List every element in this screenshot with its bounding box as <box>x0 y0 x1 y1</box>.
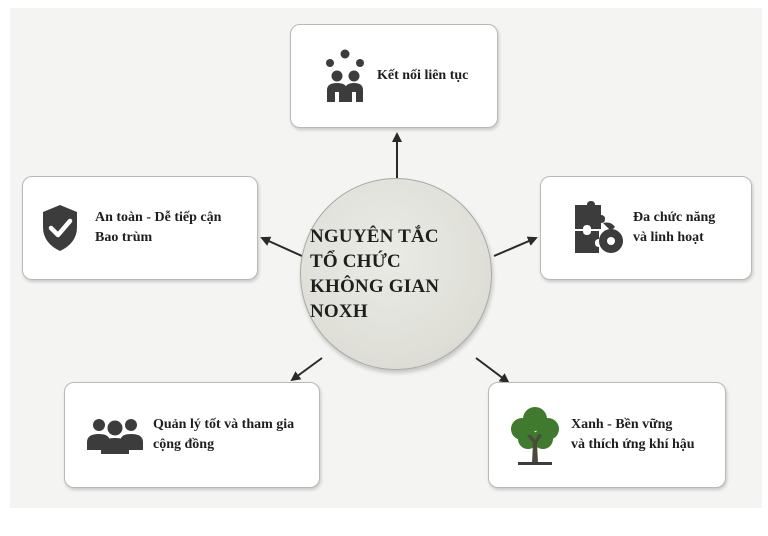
arrow-to-bottom-right <box>475 357 510 384</box>
node-label-line: Đa chức năng <box>633 210 716 225</box>
center-circle <box>300 178 492 370</box>
node-bottom-right-label: Xanh - Bền vững và thích ứng khí hậu <box>571 415 695 455</box>
shield-check-icon <box>39 202 81 254</box>
node-label-line: Kết nối liên tục <box>377 68 469 83</box>
node-label-line: Xanh - Bền vững <box>571 417 673 432</box>
puzzle-icon <box>571 200 625 256</box>
center-title-line: NGUYÊN TẮC <box>310 226 439 247</box>
node-label-line: An toàn - Dễ tiếp cận <box>95 210 222 225</box>
node-label-line: cộng đồng <box>153 437 215 452</box>
node-left: An toàn - Dễ tiếp cận Bao trùm <box>22 176 258 280</box>
center-title: NGUYÊN TẮC TỔ CHỨC KHÔNG GIAN NOXH <box>310 224 482 324</box>
node-bottom-right: Xanh - Bền vững và thích ứng khí hậu <box>488 382 726 488</box>
node-label-line: Bao trùm <box>95 230 153 245</box>
node-right-label: Đa chức năng và linh hoạt <box>633 208 715 248</box>
arrow-to-right <box>493 236 538 257</box>
node-label-line: Quản lý tốt và tham gia <box>153 417 295 432</box>
arrow-to-bottom-left <box>290 357 323 382</box>
node-bottom-left-label: Quản lý tốt và tham gia cộng đồng <box>153 415 294 455</box>
center-title-line: TỔ CHỨC <box>310 251 401 272</box>
tree-icon <box>509 404 561 466</box>
arrow-to-left <box>260 236 303 257</box>
node-label-line: và thích ứng khí hậu <box>571 437 695 452</box>
center-title-line: NOXH <box>310 301 368 322</box>
center-title-line: KHÔNG GIAN <box>310 276 440 297</box>
node-top-label: Kết nối liên tục <box>377 66 468 86</box>
node-top: Kết nối liên tục <box>290 24 498 128</box>
node-left-label: An toàn - Dễ tiếp cận Bao trùm <box>95 208 221 248</box>
people-connection-icon <box>321 48 369 104</box>
node-label-line: và linh hoạt <box>633 230 704 245</box>
node-right: Đa chức năng và linh hoạt <box>540 176 752 280</box>
community-group-icon <box>87 415 143 455</box>
node-bottom-left: Quản lý tốt và tham gia cộng đồng <box>64 382 320 488</box>
